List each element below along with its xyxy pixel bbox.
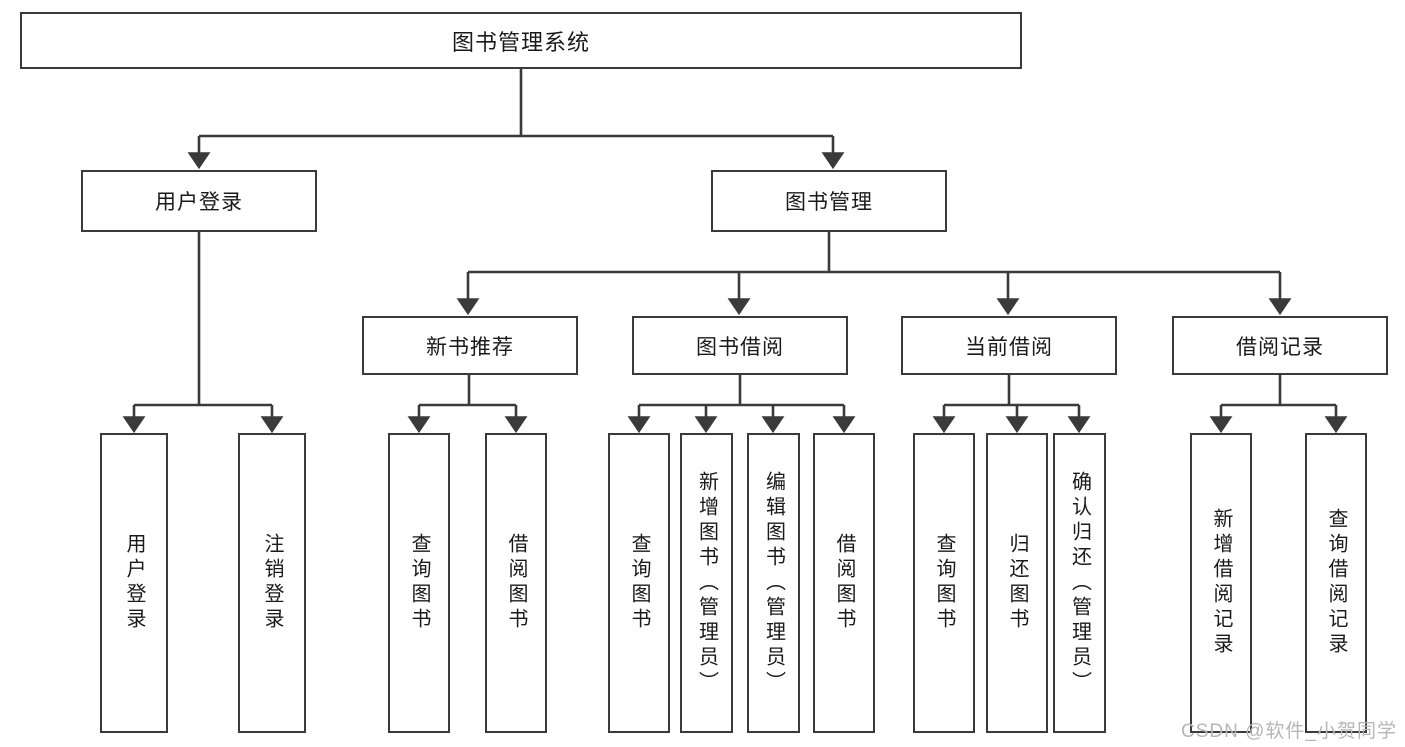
node-leaf-add-record[interactable]: 新增借阅记录 [1190, 433, 1252, 733]
node-current-borrow[interactable]: 当前借阅 [901, 316, 1117, 375]
node-leaf-confirm-return-label: 确认归还（管理员） [1068, 470, 1091, 696]
node-leaf-query-book-2-label: 查询图书 [628, 533, 650, 633]
node-leaf-add-book-label: 新增图书（管理员） [695, 470, 718, 696]
node-leaf-user-login-label: 用户登录 [123, 533, 145, 633]
node-current-borrow-label: 当前借阅 [965, 335, 1053, 359]
node-book-manage-label: 图书管理 [785, 191, 873, 214]
node-leaf-borrow-book-1[interactable]: 借阅图书 [485, 433, 547, 733]
node-book-manage[interactable]: 图书管理 [711, 170, 947, 232]
node-book-borrow[interactable]: 图书借阅 [632, 316, 848, 375]
node-new-book-rec[interactable]: 新书推荐 [362, 316, 578, 375]
node-leaf-borrow-book-2[interactable]: 借阅图书 [813, 433, 875, 733]
node-leaf-return-book-label: 归还图书 [1006, 533, 1028, 633]
node-borrow-record-label: 借阅记录 [1236, 335, 1324, 359]
node-leaf-query-book-1[interactable]: 查询图书 [388, 433, 450, 733]
node-leaf-confirm-return[interactable]: 确认归还（管理员） [1053, 433, 1106, 733]
node-leaf-query-record-label: 查询借阅记录 [1325, 508, 1347, 658]
node-leaf-user-logout[interactable]: 注销登录 [238, 433, 306, 733]
node-root[interactable]: 图书管理系统 [20, 12, 1022, 69]
node-leaf-borrow-book-2-label: 借阅图书 [833, 533, 855, 633]
node-leaf-return-book[interactable]: 归还图书 [986, 433, 1048, 733]
node-user-login[interactable]: 用户登录 [81, 170, 317, 232]
node-leaf-edit-book-label: 编辑图书（管理员） [762, 470, 785, 696]
node-user-login-label: 用户登录 [155, 191, 243, 214]
node-leaf-query-book-1-label: 查询图书 [408, 533, 430, 633]
node-leaf-borrow-book-1-label: 借阅图书 [505, 533, 527, 633]
node-leaf-add-book[interactable]: 新增图书（管理员） [680, 433, 733, 733]
node-book-borrow-label: 图书借阅 [696, 335, 784, 359]
node-leaf-user-logout-label: 注销登录 [261, 533, 283, 633]
node-leaf-user-login[interactable]: 用户登录 [100, 433, 168, 733]
node-leaf-query-book-3-label: 查询图书 [933, 533, 955, 633]
node-leaf-query-record[interactable]: 查询借阅记录 [1305, 433, 1367, 733]
node-root-label: 图书管理系统 [451, 29, 590, 55]
node-leaf-query-book-2[interactable]: 查询图书 [608, 433, 670, 733]
node-leaf-edit-book[interactable]: 编辑图书（管理员） [747, 433, 800, 733]
node-borrow-record[interactable]: 借阅记录 [1172, 316, 1388, 375]
node-leaf-query-book-3[interactable]: 查询图书 [913, 433, 975, 733]
node-new-book-rec-label: 新书推荐 [426, 335, 514, 359]
node-leaf-add-record-label: 新增借阅记录 [1210, 508, 1232, 658]
